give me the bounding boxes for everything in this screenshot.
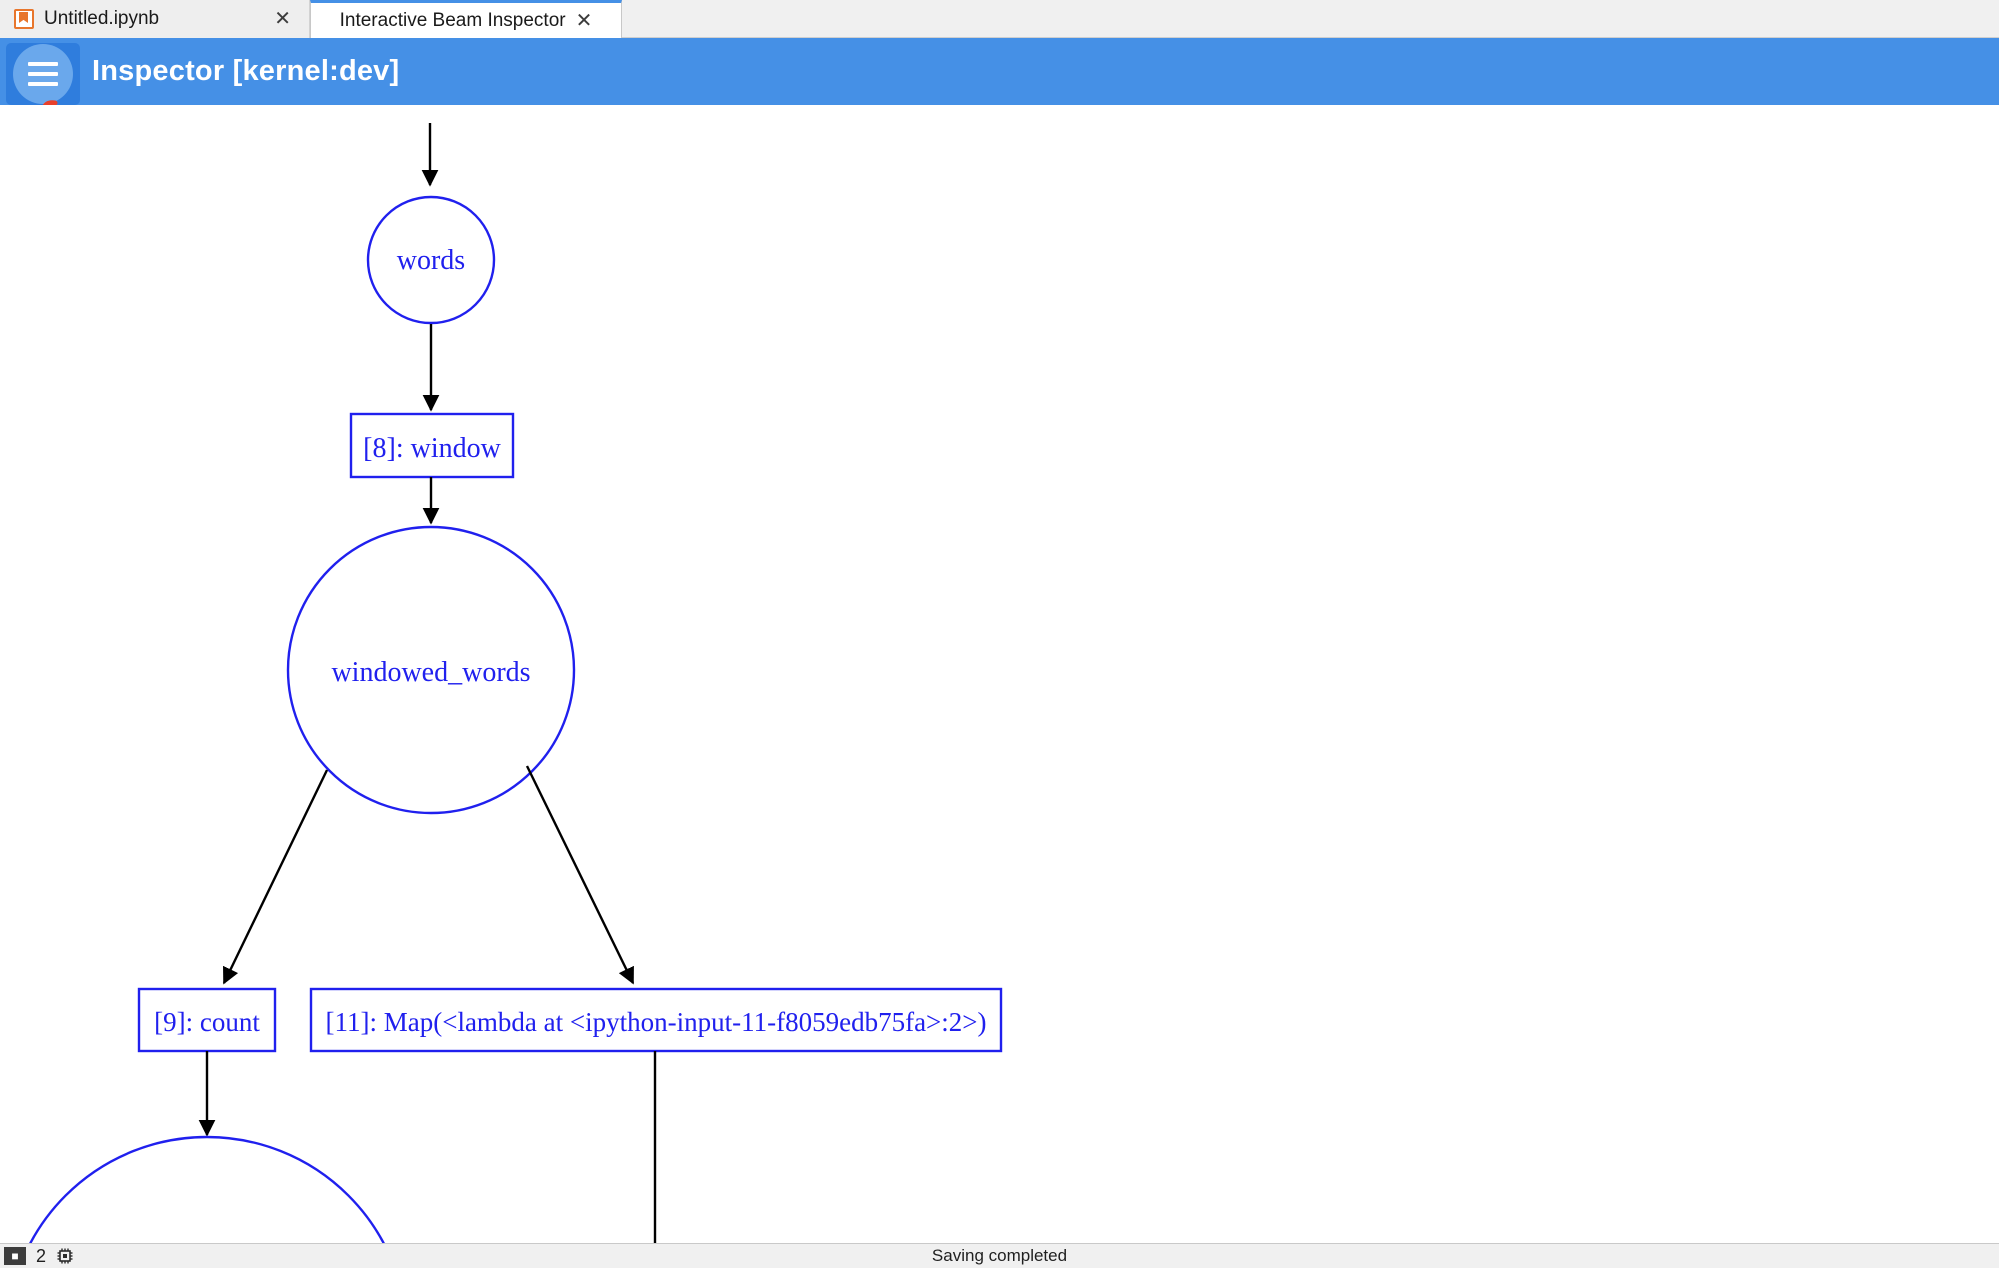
beam-pipeline-graph[interactable]: words [8]: window windowed_words	[0, 105, 1999, 1243]
node-map[interactable]: [11]: Map(<lambda at <ipython-input-11-f…	[309, 987, 1003, 1053]
tab-interactive-beam-inspector[interactable]: Interactive Beam Inspector ✕	[310, 0, 622, 38]
inspector-header: Inspector [kernel:dev]	[0, 38, 1999, 105]
node-window[interactable]: [8]: window	[349, 412, 515, 479]
tab-close-icon[interactable]: ✕	[274, 8, 291, 30]
notebook-icon	[14, 9, 34, 29]
tab-label: Untitled.ipynb	[44, 8, 160, 29]
status-bar-left: ■ 2	[0, 1246, 74, 1267]
graph-canvas: words [8]: window windowed_words	[7, 123, 1003, 1243]
tab-bar: Untitled.ipynb ✕ Interactive Beam Inspec…	[0, 0, 1999, 38]
no-kernel-icon[interactable]: ■	[4, 1247, 26, 1265]
node-windowed-word-counts[interactable]: windowed_word_counts	[7, 1135, 407, 1243]
node-count[interactable]: [9]: count	[137, 987, 277, 1053]
node-windowed-words[interactable]: windowed_words	[286, 525, 576, 815]
tab-label: Interactive Beam Inspector	[339, 9, 566, 31]
hamburger-menu-button[interactable]	[6, 43, 80, 105]
node-label: [11]: Map(<lambda at <ipython-input-11-f…	[326, 1007, 987, 1037]
tab-close-icon[interactable]: ✕	[575, 9, 593, 32]
node-words[interactable]: words	[366, 195, 496, 325]
page-title: Inspector [kernel:dev]	[92, 55, 400, 87]
edge-windowed-words-map	[525, 765, 635, 985]
cpu-chip-icon[interactable]	[56, 1247, 74, 1265]
node-label: [8]: window	[363, 433, 501, 464]
tab-untitled-notebook[interactable]: Untitled.ipynb ✕	[0, 0, 310, 38]
node-label: windowed_words	[331, 657, 530, 688]
status-message: Saving completed	[931, 1246, 1068, 1265]
terminal-count[interactable]: 2	[36, 1245, 47, 1266]
node-label: words	[397, 245, 465, 276]
status-bar: ■ 2 Saving completed	[0, 1243, 1999, 1268]
hamburger-icon	[13, 44, 73, 104]
node-label: [9]: count	[154, 1007, 260, 1037]
edge-windowed-words-count	[222, 769, 329, 985]
